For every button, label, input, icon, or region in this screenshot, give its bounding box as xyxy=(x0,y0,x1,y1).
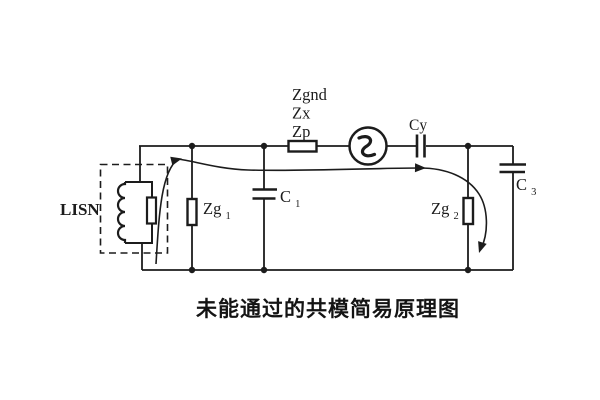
label-c1-main: C xyxy=(280,187,291,206)
junction-dot xyxy=(464,266,472,274)
lisn-group xyxy=(99,163,169,254)
label-c1-sub: 1 xyxy=(295,199,300,210)
label-zg2-sub: 2 xyxy=(453,211,458,222)
current-path-line xyxy=(155,158,488,265)
junction-dot xyxy=(188,266,196,274)
lisn-frame xyxy=(125,181,153,244)
resistor-zp xyxy=(287,139,318,153)
label-lisn: LISN xyxy=(60,200,100,219)
label-c3-main: C xyxy=(516,175,527,194)
capacitor-c3 xyxy=(499,163,526,174)
label-zx: Zx xyxy=(292,104,311,123)
figure-caption: 未能通过的共模简易原理图 xyxy=(196,297,460,321)
noise-source xyxy=(348,126,388,166)
wires xyxy=(139,145,514,271)
current-flow-path xyxy=(155,156,488,265)
label-zg1-sub: 1 xyxy=(225,211,230,222)
capacitor-cy xyxy=(415,134,426,158)
label-zg1-main: Zg xyxy=(203,199,221,218)
label-c3: C 3 xyxy=(516,175,536,198)
junction-dots xyxy=(188,142,472,274)
capacitor-c1 xyxy=(252,188,277,200)
label-zg1: Zg 1 xyxy=(203,199,231,222)
label-c1: C 1 xyxy=(280,187,300,210)
current-arrowhead-icon xyxy=(478,241,487,253)
label-zg2: Zg 2 xyxy=(431,199,459,222)
lisn-inductor-coil xyxy=(116,182,127,243)
label-zg2-main: Zg xyxy=(431,199,449,218)
lisn-resistor xyxy=(145,196,158,225)
junction-dot xyxy=(464,142,472,150)
junction-dot xyxy=(260,266,268,274)
junction-dot xyxy=(260,142,268,150)
current-arrowhead-icon xyxy=(414,163,426,173)
current-arrowhead-icon xyxy=(170,156,182,166)
resistor-zg1 xyxy=(186,197,198,227)
resistor-zg2 xyxy=(462,196,475,226)
label-cy: Cy xyxy=(409,117,427,134)
label-zp: Zp xyxy=(292,122,310,141)
junction-dot xyxy=(188,142,196,150)
label-c3-sub: 3 xyxy=(531,187,536,198)
lisn-boundary-box xyxy=(99,163,169,254)
noise-source-waveform-icon xyxy=(357,135,377,158)
label-zgnd: Zgnd xyxy=(292,85,328,104)
